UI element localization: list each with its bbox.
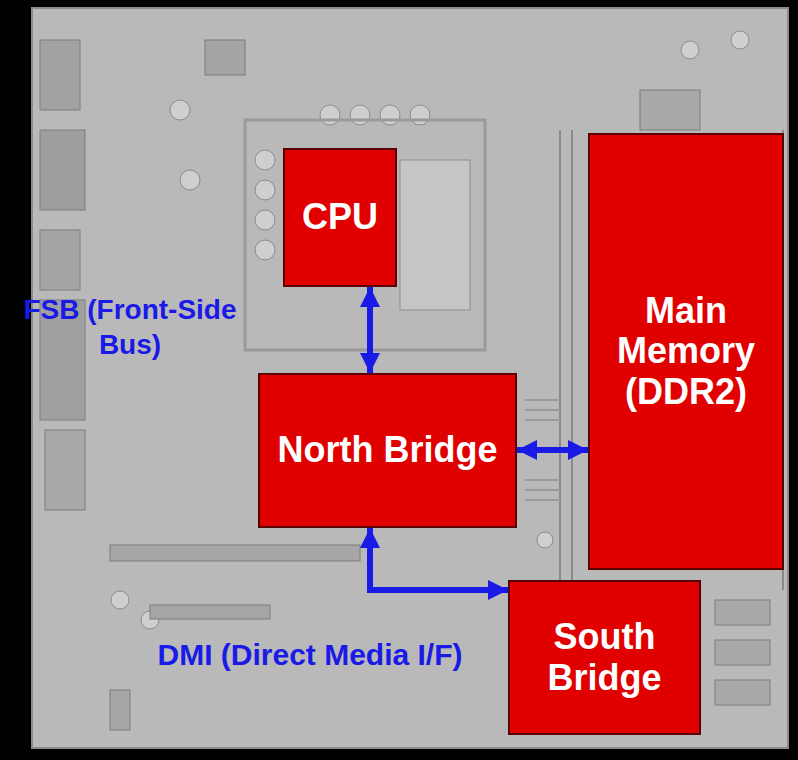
cpu-box: CPU xyxy=(283,148,397,287)
box-content: North Bridge xyxy=(278,430,498,470)
box-label: CPU xyxy=(302,197,378,237)
bus-arrow xyxy=(517,447,588,453)
bus-label: FSB (Front-Side Bus) xyxy=(6,292,254,362)
bus-arrow xyxy=(367,287,373,373)
box-content: CPU xyxy=(302,197,378,237)
chipset-box: North Bridge xyxy=(258,373,517,528)
bus-arrow xyxy=(370,528,508,590)
bus-label: DMI (Direct Media I/F) xyxy=(125,636,495,674)
chipset-box: South Bridge xyxy=(508,580,701,735)
box-label: South Bridge xyxy=(518,617,691,698)
box-label: Main Memory (DDR2) xyxy=(598,291,774,412)
box-label: North Bridge xyxy=(278,430,498,470)
box-content: Main Memory (DDR2) xyxy=(598,291,774,412)
box-content: South Bridge xyxy=(518,617,691,698)
memory-box: Main Memory (DDR2) xyxy=(588,133,784,570)
